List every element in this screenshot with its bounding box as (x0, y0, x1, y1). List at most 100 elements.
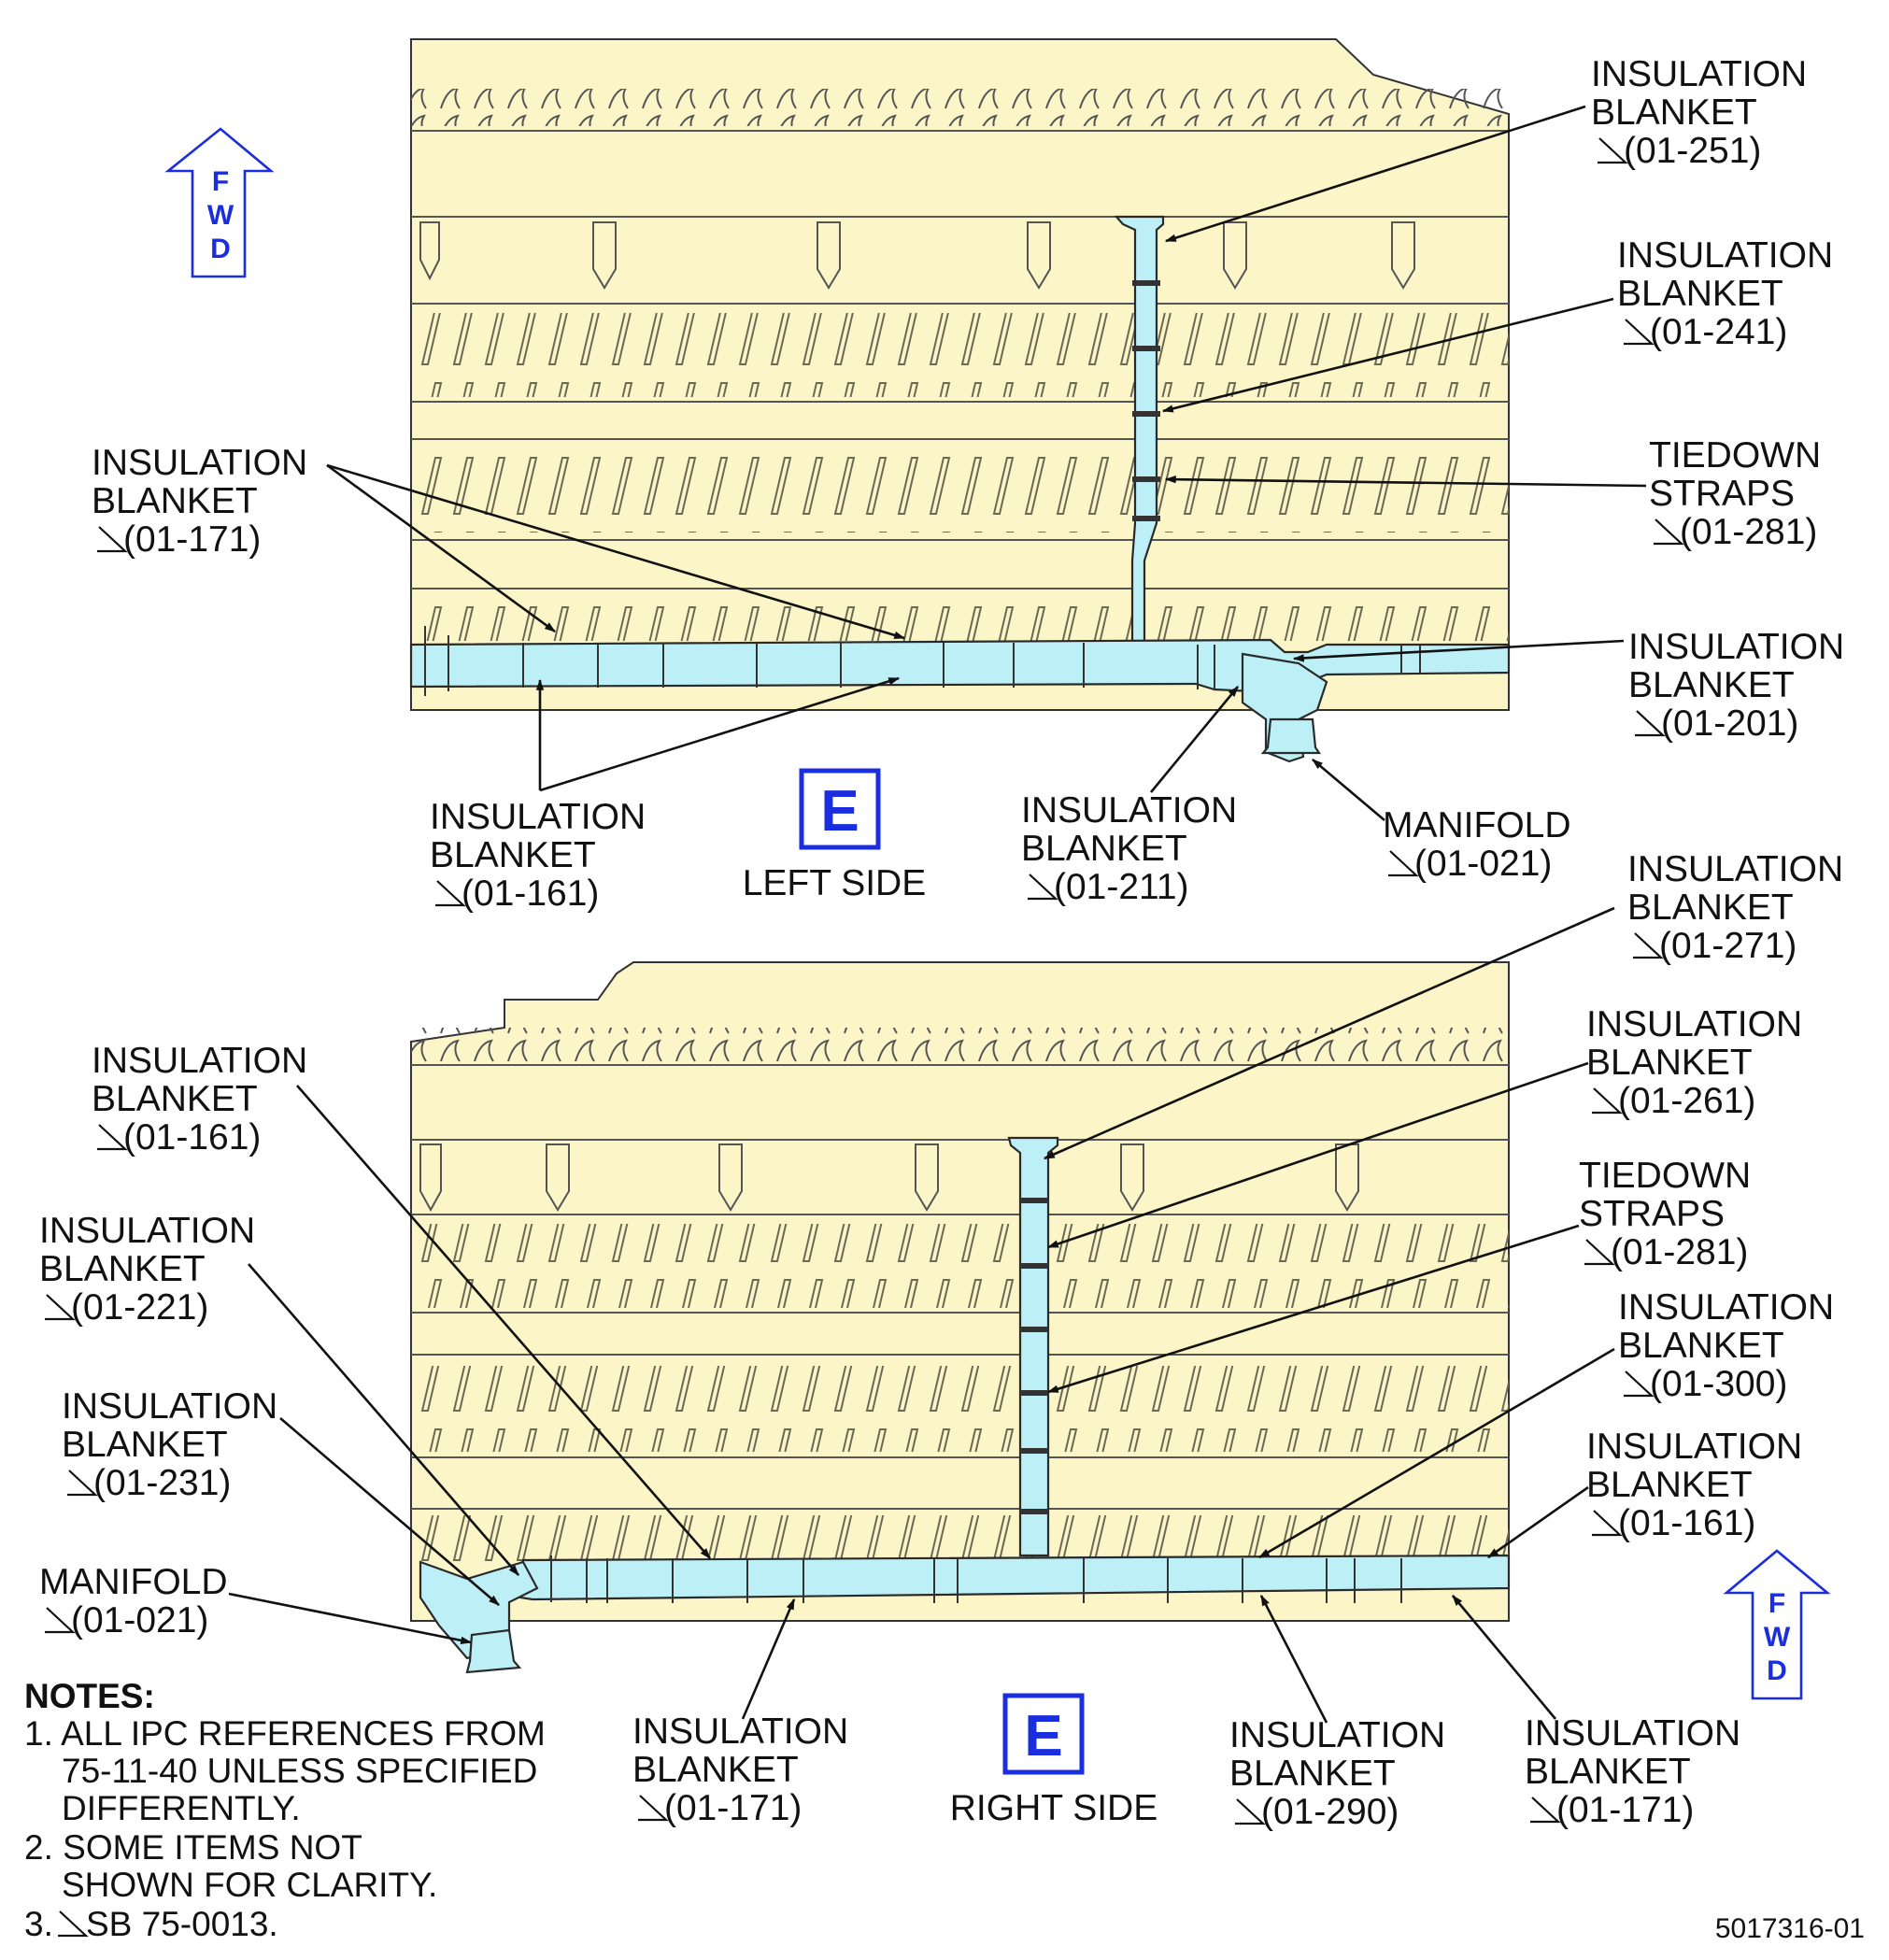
manifold-flange (465, 1628, 522, 1674)
callout-01-241: INSULATION BLANKET (01-241) (1617, 235, 1833, 352)
view-label-left: E LEFT SIDE (743, 768, 927, 903)
callout-01-221: INSULATION BLANKET (01-221) (39, 1211, 255, 1328)
callout-line1: INSULATION (1618, 1287, 1834, 1328)
callout-01-211: INSULATION BLANKET (01-211) (1021, 790, 1237, 907)
callout-01-271: INSULATION BLANKET (01-271) (1627, 849, 1843, 966)
callout-01-290: INSULATION BLANKET (01-290) (1229, 1715, 1445, 1832)
view-box-icon (1002, 1693, 1085, 1775)
brackets (419, 1143, 1359, 1213)
effectivity-triangle-icon (435, 880, 466, 907)
note-1-line1: 1. ALL IPC REFERENCES FROM (24, 1714, 546, 1753)
callout-line2: BLANKET (1021, 829, 1187, 869)
view-letter: E (820, 779, 859, 844)
callout-ref: (01-211) (1054, 867, 1189, 907)
callout-line1: TIEDOWN (1579, 1156, 1751, 1196)
fwd-letter-w: W (1764, 1622, 1791, 1653)
callout-line1: INSULATION (62, 1386, 277, 1427)
leader-lines-left (326, 105, 1647, 821)
callout-line1: INSULATION (39, 1211, 255, 1251)
fwd-arrow-icon: F W D (164, 127, 275, 278)
vent-slots-row1 (411, 313, 1509, 397)
callout-01-171: INSULATION BLANKET (01-171) (92, 443, 307, 560)
callout-ref: (01-171) (123, 519, 261, 560)
stiffener-row (411, 89, 1509, 126)
callout-line1: INSULATION (1586, 1427, 1802, 1467)
callout-line1: INSULATION (1628, 627, 1844, 667)
callout-line2: BLANKET (92, 481, 258, 521)
callout-ref: (01-171) (1556, 1790, 1694, 1830)
callout-01-201: INSULATION BLANKET (01-201) (1628, 627, 1844, 744)
callout-01-161: INSULATION BLANKET (01-161) (430, 797, 646, 914)
note-3-text: SB 75-0013. (86, 1905, 278, 1943)
callout-line1: MANIFOLD (39, 1562, 228, 1602)
callout-line1: INSULATION (1229, 1715, 1445, 1755)
callout-01-261: INSULATION BLANKET (01-261) (1586, 1004, 1802, 1121)
callout-line1: INSULATION (1586, 1004, 1802, 1044)
effectivity-triangle-icon (45, 1607, 76, 1634)
view-title: LEFT SIDE (743, 863, 927, 903)
notes-heading: NOTES: (24, 1677, 155, 1715)
callout-line2: STRAPS (1579, 1194, 1725, 1234)
effectivity-triangle-icon (1635, 710, 1666, 737)
effectivity-triangle-icon (638, 1795, 669, 1822)
callout-ref: (01-261) (1618, 1081, 1755, 1121)
callout-line1: INSULATION (430, 797, 646, 837)
note-2-line1: 2. SOME ITEMS NOT (24, 1828, 362, 1867)
callout-line2: BLANKET (1591, 92, 1757, 133)
callout-line1: INSULATION (1525, 1713, 1740, 1754)
callout-line1: INSULATION (92, 443, 307, 483)
notes-block: NOTES: 1. ALL IPC REFERENCES FROM 75-11-… (24, 1677, 546, 1943)
callout-ref: (01-290) (1261, 1792, 1399, 1832)
callout-ref: (01-281) (1611, 1232, 1748, 1272)
fwd-letter-d: D (1767, 1655, 1787, 1686)
right-side-view (410, 961, 1511, 1674)
manifold-body (1241, 652, 1328, 763)
callout-01-300: INSULATION BLANKET (01-300) (1618, 1287, 1834, 1404)
leader-lines-right (228, 906, 1615, 1724)
effectivity-triangle-icon (1624, 1371, 1655, 1398)
callout-01-251: INSULATION BLANKET (01-251) (1591, 54, 1807, 171)
effectivity-triangle-icon (1654, 518, 1684, 546)
callout-01-021: MANIFOLD (01-021) (39, 1562, 228, 1640)
effectivity-triangle-icon (97, 526, 128, 553)
callout-line1: INSULATION (1617, 235, 1833, 276)
effectivity-triangle-icon (1592, 1087, 1623, 1115)
callouts-left: INSULATION BLANKET (01-251) INSULATION B… (92, 54, 1844, 914)
callout-line1: INSULATION (1591, 54, 1807, 94)
tiedown-straps (1020, 1198, 1048, 1514)
manifold-flange (1260, 717, 1322, 755)
note-3-prefix: 3. (24, 1905, 53, 1943)
callout-ref: (01-171) (664, 1788, 802, 1828)
callout-ref: (01-161) (1618, 1503, 1755, 1543)
callout-ref: (01-300) (1650, 1364, 1787, 1404)
callout-ref: (01-161) (462, 873, 599, 914)
callout-01-171-aft: INSULATION BLANKET (01-171) (1525, 1713, 1740, 1830)
callout-ref: (01-271) (1659, 926, 1797, 966)
callout-ref: (01-201) (1661, 703, 1798, 744)
effectivity-triangle-icon (1633, 932, 1664, 959)
callout-line2: BLANKET (430, 835, 596, 875)
brackets (419, 221, 1415, 290)
effectivity-triangle-icon (1624, 319, 1655, 346)
vent-slots-row1 (411, 1224, 1509, 1308)
callout-line1: INSULATION (92, 1041, 307, 1081)
vent-slots-row3 (411, 1515, 1509, 1562)
callout-01-021: MANIFOLD (01-021) (1383, 805, 1571, 884)
effectivity-triangle-icon (1592, 1510, 1623, 1537)
callout-01-281: TIEDOWN STRAPS (01-281) (1649, 435, 1821, 552)
callout-01-171: INSULATION BLANKET (01-171) (632, 1711, 848, 1828)
callout-line2: BLANKET (1617, 274, 1783, 314)
tiedown-straps (1132, 280, 1160, 521)
callout-ref: (01-241) (1650, 312, 1787, 352)
duct-clamps (550, 1555, 1402, 1603)
effectivity-triangle-icon (1028, 873, 1058, 901)
callout-ref: (01-281) (1680, 512, 1817, 552)
callouts-right: INSULATION BLANKET (01-271) INSULATION B… (39, 849, 1843, 1832)
callout-line1: TIEDOWN (1649, 435, 1821, 476)
fwd-letter-w: W (207, 200, 234, 231)
effectivity-triangle-icon (97, 1124, 128, 1151)
callout-line2: BLANKET (1586, 1043, 1753, 1083)
callout-ref: (01-021) (1414, 844, 1552, 884)
view-title: RIGHT SIDE (950, 1788, 1158, 1828)
